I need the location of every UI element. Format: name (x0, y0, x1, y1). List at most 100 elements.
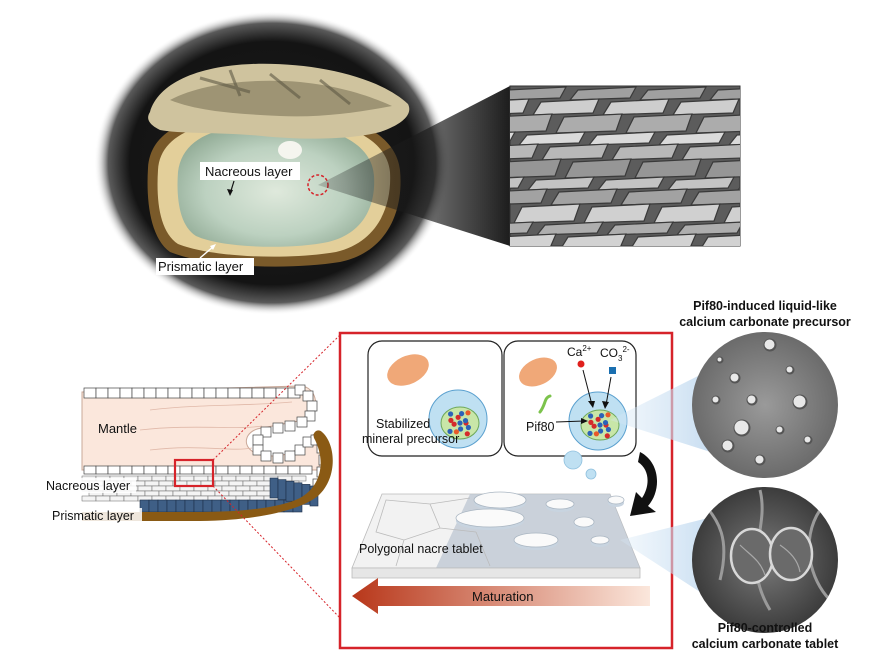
epithelium-cell (294, 384, 306, 396)
nacre-brick (95, 495, 111, 502)
sem-platelet (510, 158, 562, 179)
nacreous-label: Nacreous layer (205, 164, 293, 179)
micrograph-bottom-title-line2: calcium carbonate tablet (692, 637, 839, 651)
prismatic-pointer-head (210, 244, 216, 250)
tablet-disc (573, 516, 595, 528)
micrograph-tablet (692, 487, 838, 633)
precursor-droplet (712, 396, 719, 403)
epithelium-cell (239, 387, 253, 399)
nacre-brick (256, 480, 272, 487)
micrograph-top-disc (692, 332, 838, 478)
sem-platelet (653, 203, 721, 224)
sem-platelet (638, 86, 708, 101)
epithelium-cell (304, 410, 316, 422)
epithelium-cell (239, 465, 253, 475)
prism-column (277, 479, 287, 500)
ion-dot (457, 420, 463, 426)
zoom-selection-box (173, 458, 215, 488)
epithelium-cell (95, 387, 109, 399)
tablet-front (351, 567, 641, 579)
nacre-brick (249, 475, 265, 482)
nacre-interior (177, 123, 375, 247)
precursor-droplet (755, 455, 764, 464)
nacre-brick (123, 495, 139, 502)
nacre-brick (228, 490, 244, 497)
nacre-brick (235, 475, 251, 482)
ion-dot (605, 426, 612, 433)
epithelium-top (83, 384, 330, 490)
tablet-disc (455, 508, 525, 528)
ion-dot (598, 428, 604, 434)
beam-top (610, 365, 720, 455)
epithelium-cell (95, 465, 109, 475)
sem-platelet (704, 160, 740, 179)
precursor-blob (387, 354, 429, 386)
ca-ion (577, 360, 585, 368)
precursor-blob-2 (519, 357, 557, 387)
ion-dot (453, 429, 459, 435)
precursor-droplet (717, 357, 722, 362)
valve-texture (199, 69, 351, 106)
sem-platelet (634, 158, 702, 179)
ion-dot (588, 419, 594, 425)
ion-dot (448, 411, 454, 417)
sem-platelet (727, 134, 740, 146)
sem-platelet (675, 221, 740, 236)
maturation-arrow-shape (352, 578, 650, 614)
pearl (278, 141, 302, 159)
maturation-arrow: Maturation (352, 578, 650, 614)
prism-column (285, 480, 295, 502)
micrograph-precursor (692, 332, 838, 478)
nacre-brick (158, 480, 174, 487)
precursor-droplet (776, 426, 783, 433)
co3-ion (609, 367, 616, 374)
sem-platelet (510, 233, 557, 246)
ion-dot (599, 413, 605, 419)
sem-platelet (510, 113, 553, 133)
ion-dot (602, 420, 609, 426)
sem-platelet (568, 86, 638, 101)
epithelium-cell (203, 387, 217, 399)
epithelium-cell (107, 465, 121, 475)
nacreous-pointer-head (227, 189, 233, 196)
nacre-brick (144, 480, 160, 487)
epithelium-cell (83, 387, 97, 399)
sem-platelet (555, 113, 623, 134)
tablet-surface: Polygonal nacre tablet (351, 491, 641, 579)
prismatic-xs-label: Prismatic layer (52, 509, 134, 523)
tablet-disc (590, 535, 610, 545)
epithelium-cell (284, 450, 296, 462)
epithelium-cell (119, 387, 133, 399)
nacre-brick (165, 475, 181, 482)
prism-column (202, 499, 213, 513)
precursor-droplet (764, 339, 775, 350)
sem-platelet (695, 114, 740, 134)
prism-column (148, 499, 159, 513)
epithelium-cell (215, 387, 229, 399)
sem-platelet (510, 98, 530, 115)
micrograph-top-title-line1: Pif80-induced liquid-like (693, 299, 837, 313)
ion-dot (587, 430, 593, 436)
epithelium-cell (119, 465, 133, 475)
ion-dot (593, 431, 600, 437)
nacreous-label-box (200, 162, 300, 180)
pif80-label: Pif80 (526, 420, 555, 434)
ion-cluster-1 (447, 410, 471, 437)
epithelium-cell (263, 465, 277, 475)
beam-bottom (620, 515, 720, 605)
precursor-droplet (734, 420, 749, 435)
sem-platelet (510, 86, 568, 101)
ion-dot (462, 418, 469, 424)
nacre-brick (291, 475, 307, 482)
precursor-droplet (722, 440, 733, 451)
pif80-protein (538, 394, 552, 414)
ca-arrow-head (588, 401, 595, 408)
epithelium-cell (275, 465, 289, 475)
sem-platelet (510, 131, 517, 143)
sem-platelet (526, 176, 596, 191)
nacre-brick (137, 485, 153, 492)
prism-column (229, 499, 240, 513)
mantle-cross-section: Mantle Nacreous layer Prismatic layer (44, 384, 333, 523)
sem-platelet (587, 131, 657, 146)
ion-dot (588, 413, 594, 419)
